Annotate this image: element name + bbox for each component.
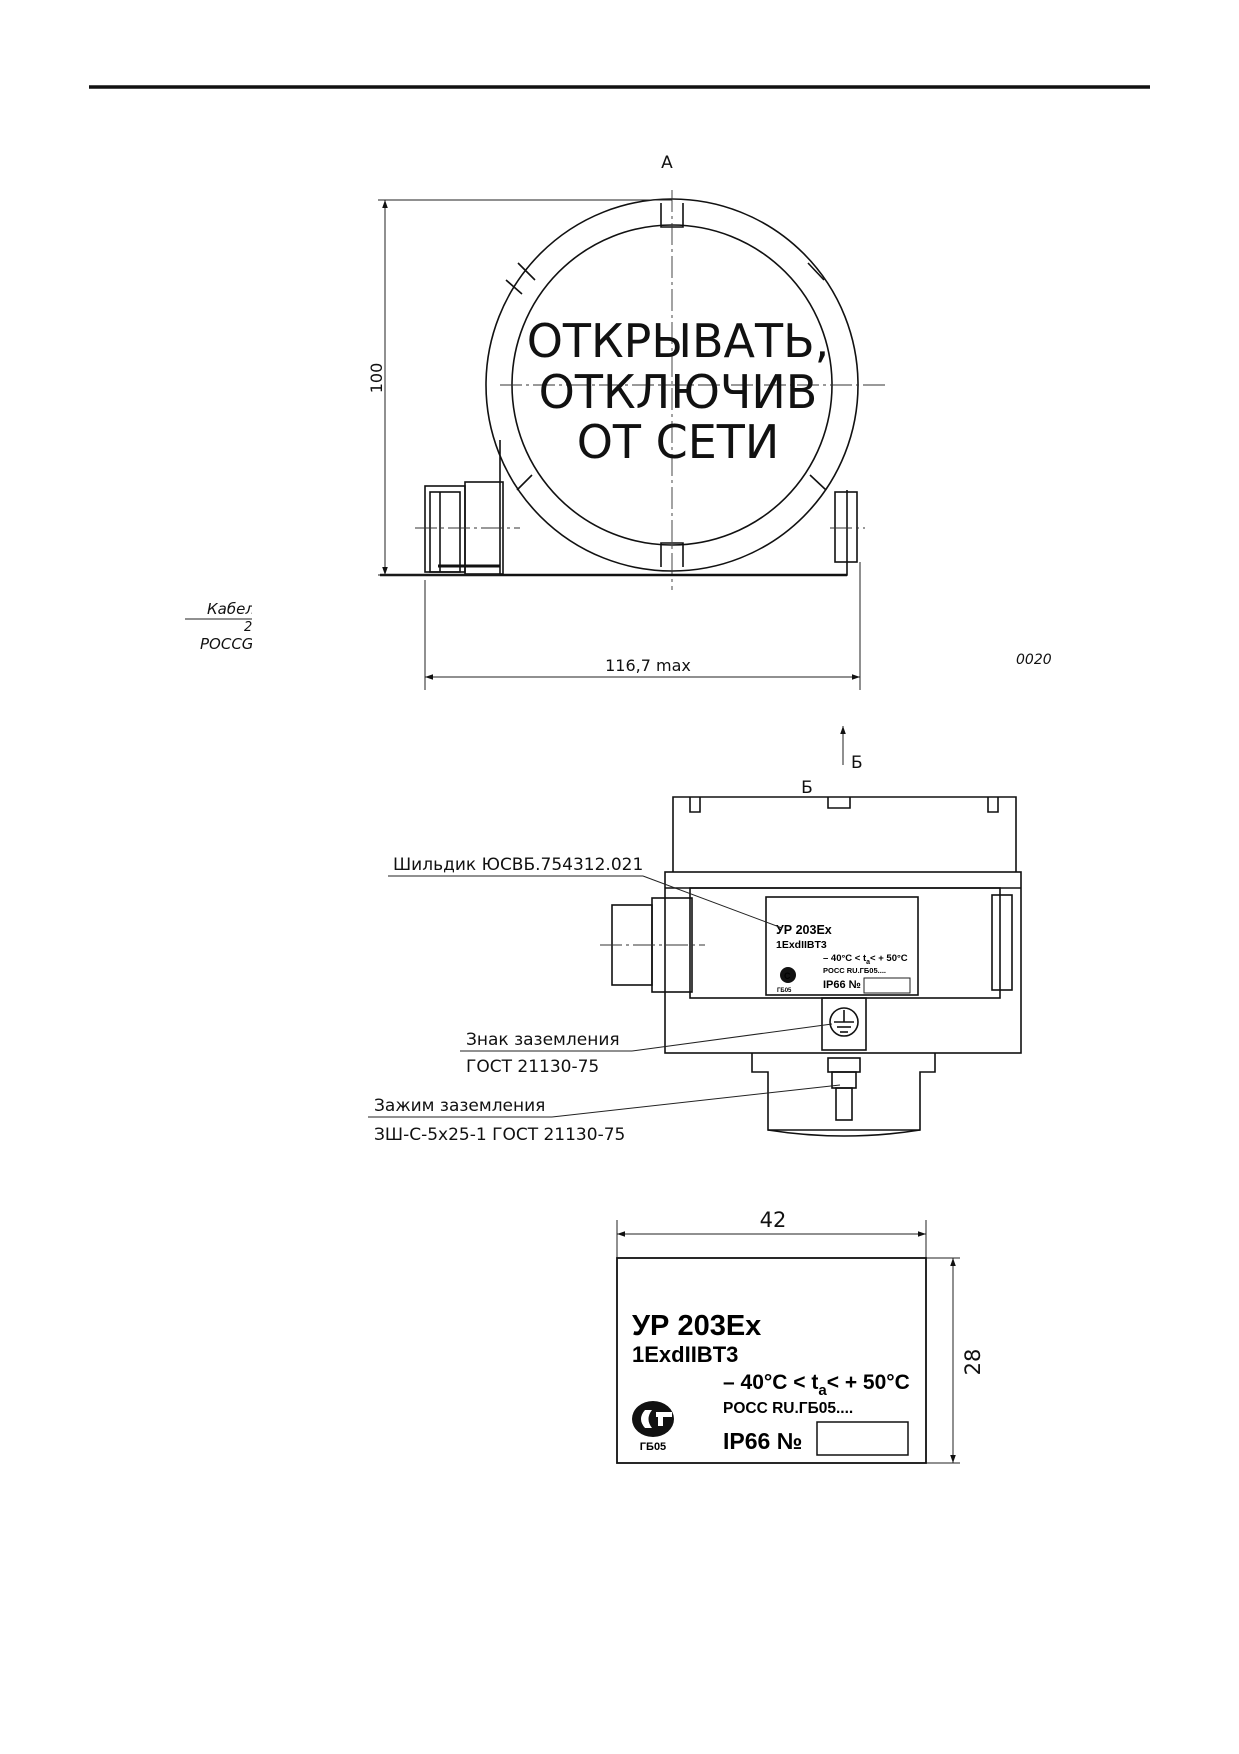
- mini-plate-ip: IP66 №: [823, 979, 861, 991]
- temp-suffix: < + 50°C: [827, 1371, 910, 1394]
- nameplate-detail: 42 28 УР 203Ex 1ExdIIBT3 – 40°C < ta< + …: [616, 1208, 985, 1464]
- callout-clamp-line-2: ЗШ-С-5х25-1 ГОСТ 21130-75: [374, 1125, 625, 1145]
- nameplate-serial-box: [816, 1421, 909, 1456]
- mini-plate-logo-icon: C: [780, 967, 796, 983]
- mini-plate-marking: 1ExdIIBT3: [776, 939, 827, 951]
- nameplate-cert: POCC RU.ГБ05....: [723, 1400, 853, 1417]
- nameplate-ip: IP66 №: [723, 1428, 802, 1454]
- clipping-mask: [252, 595, 282, 657]
- svg-text:C: C: [784, 971, 791, 981]
- view-b-letter: Б: [801, 778, 813, 798]
- nameplate-marking: 1ExdIIBT3: [632, 1342, 738, 1367]
- plug-right: [830, 491, 865, 563]
- clipped-note-3: РОССGI: [200, 635, 258, 653]
- callout-ground-clamp: Зажим заземления ЗШ-С-5х25-1 ГОСТ 21130-…: [368, 1084, 841, 1145]
- nameplate-model: УР 203Ex: [632, 1310, 761, 1342]
- callout-ground-sign: Знак заземления ГОСТ 21130-75: [460, 1023, 833, 1077]
- view-a-letter: А: [661, 153, 673, 173]
- view-b: Б Б: [368, 726, 1022, 1145]
- dimension-plate-width-label: 42: [760, 1208, 787, 1232]
- temp-sub: a: [818, 1382, 827, 1399]
- callout-ground-sign-line-2: ГОСТ 21130-75: [466, 1057, 599, 1077]
- dimension-plate-height: 28: [926, 1257, 985, 1464]
- lid-warning: ОТКРЫВАТЬ, ОТКЛЮЧИВ ОТ СЕТИ: [527, 314, 830, 469]
- mini-nameplate: УР 203Ex 1ExdIIBT3 – 40°C < ta< + 50°C P…: [765, 896, 919, 996]
- mini-plate-temp: – 40°C < ta< + 50°C: [823, 953, 908, 966]
- clipped-note-2: 2: [244, 620, 252, 635]
- mini-plate-cert: POCC RU.ГБ05....: [823, 966, 886, 975]
- view-a: А: [185, 153, 1052, 690]
- callout-clamp-line-1: Зажим заземления: [374, 1096, 545, 1116]
- rst-certification-mark-icon: [632, 1401, 674, 1437]
- lid-warning-line-1: ОТКРЫВАТЬ,: [527, 314, 830, 368]
- dimension-plate-width: 42: [616, 1208, 927, 1258]
- bottom-base: [751, 1053, 936, 1137]
- ground-symbol-circle: [829, 1007, 859, 1037]
- callout-nameplate: Шильдик ЮСВБ.754312.021: [388, 855, 783, 929]
- callout-nameplate-label: Шильдик ЮСВБ.754312.021: [393, 855, 643, 875]
- dimension-height-label: 100: [367, 363, 386, 394]
- clipped-note-1: Кабел: [207, 600, 255, 618]
- dimension-plate-height-label: 28: [961, 1349, 985, 1376]
- cable-gland-left: [415, 481, 520, 575]
- dimension-width-116: 116,7 max: [424, 562, 861, 690]
- dimension-width-label: 116,7 max: [605, 656, 691, 675]
- ground-terminal: [821, 997, 867, 1121]
- side-cable-gland: [600, 897, 705, 993]
- lid-warning-line-3: ОТ СЕТИ: [577, 415, 780, 469]
- temp-prefix: – 40°C < t: [723, 1371, 818, 1394]
- mini-plate-logo-code: ГБ05: [777, 988, 792, 994]
- stamp-code: 0020: [1016, 652, 1052, 668]
- mini-plate-serial-box: [863, 977, 911, 994]
- nameplate-temp-range: – 40°C < ta< + 50°C: [723, 1371, 910, 1399]
- nameplate-logo-code: ГБ05: [640, 1441, 666, 1453]
- mini-plate-model: УР 203Ex: [776, 923, 832, 937]
- mini-temp-sub: a: [866, 959, 870, 966]
- view-arrow-letter: Б: [851, 753, 863, 773]
- lid-block: [672, 796, 1017, 872]
- callout-ground-sign-line-1: Знак заземления: [466, 1030, 620, 1050]
- mini-temp-prefix: – 40°C < t: [823, 953, 867, 964]
- mini-temp-suffix: < + 50°C: [870, 953, 908, 964]
- dimension-height-100: 100: [367, 199, 672, 576]
- lid-warning-line-2: ОТКЛЮЧИВ: [539, 365, 818, 419]
